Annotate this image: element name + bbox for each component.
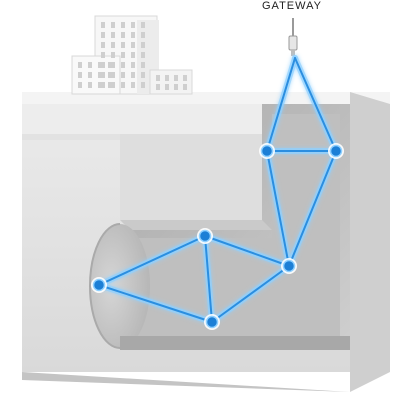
mesh-node-n3 [282,259,296,273]
tunnel-rim [89,223,121,349]
building-window [121,82,125,88]
building-window [165,84,169,90]
building-window [141,22,145,28]
building-window [101,82,105,88]
building-window [111,22,115,28]
building-window [156,84,160,90]
building-window [131,22,135,28]
building-window [131,42,135,48]
building-window [156,75,160,81]
mesh-node-n1 [260,144,274,158]
building-window [108,62,112,68]
building-window [131,62,135,68]
building-window [141,72,145,78]
building-window [174,84,178,90]
building-window [183,75,187,81]
tunnel-opening [90,224,150,348]
building-window [121,72,125,78]
cavity-floor [120,336,350,350]
building-window [141,52,145,58]
building-window [121,62,125,68]
building-window [101,62,105,68]
building-window [131,82,135,88]
mesh-link-n1-n3 [266,150,290,267]
building-window [101,32,105,38]
mesh-node-n4 [198,229,212,243]
mesh-node-n5 [92,278,106,292]
gateway-label: GATEWAY [262,0,322,12]
overhang-underside [120,220,272,230]
building-window [88,72,92,78]
building-window [78,62,82,68]
building-window [141,82,145,88]
ground-bottom-face [22,372,350,392]
mesh-link-n3-n4 [204,235,290,267]
ground-right-side [350,92,390,392]
building-window [121,42,125,48]
building-window [98,72,102,78]
building-window [121,32,125,38]
building-window [101,22,105,28]
building-window [78,82,82,88]
building-window [174,75,178,81]
building-window [121,52,125,58]
building-window [165,75,169,81]
building-windows [78,22,187,90]
ground-top-surface [22,92,390,104]
mesh-link-n2-n3 [288,150,337,267]
building-window [141,32,145,38]
building-window [101,72,105,78]
building-window [88,62,92,68]
mesh-link-n4-n6 [204,235,213,323]
underground-cavity [89,104,350,350]
mesh-nodes [91,143,344,330]
building-window [98,82,102,88]
mesh-node-n2 [329,144,343,158]
building-window [111,82,115,88]
building-window [131,72,135,78]
building-window [131,32,135,38]
mesh-link-gateway-n1 [266,57,296,152]
building-window [111,32,115,38]
building-window [88,82,92,88]
mesh-link-gateway-n2 [294,57,337,152]
overhang-block [120,134,262,220]
mesh-link-n4-n5 [98,235,206,286]
building-window [108,82,112,88]
building-window [111,52,115,58]
building-window [141,42,145,48]
mesh-links [98,57,337,323]
building-window [131,52,135,58]
mesh-link-n5-n6 [98,284,213,323]
building-window [101,42,105,48]
building-window [101,52,105,58]
mesh-link-n3-n6 [211,265,290,323]
building-window [111,62,115,68]
building-window [121,22,125,28]
surface-buildings [71,15,193,95]
building-window [111,72,115,78]
building-window [183,84,187,90]
building-window [98,62,102,68]
building-window [141,62,145,68]
shaft-back-wall [130,114,340,340]
building-window [111,42,115,48]
building-window [78,72,82,78]
building-window [108,72,112,78]
mesh-node-n6 [205,315,219,329]
gateway-antenna-icon [288,18,298,56]
